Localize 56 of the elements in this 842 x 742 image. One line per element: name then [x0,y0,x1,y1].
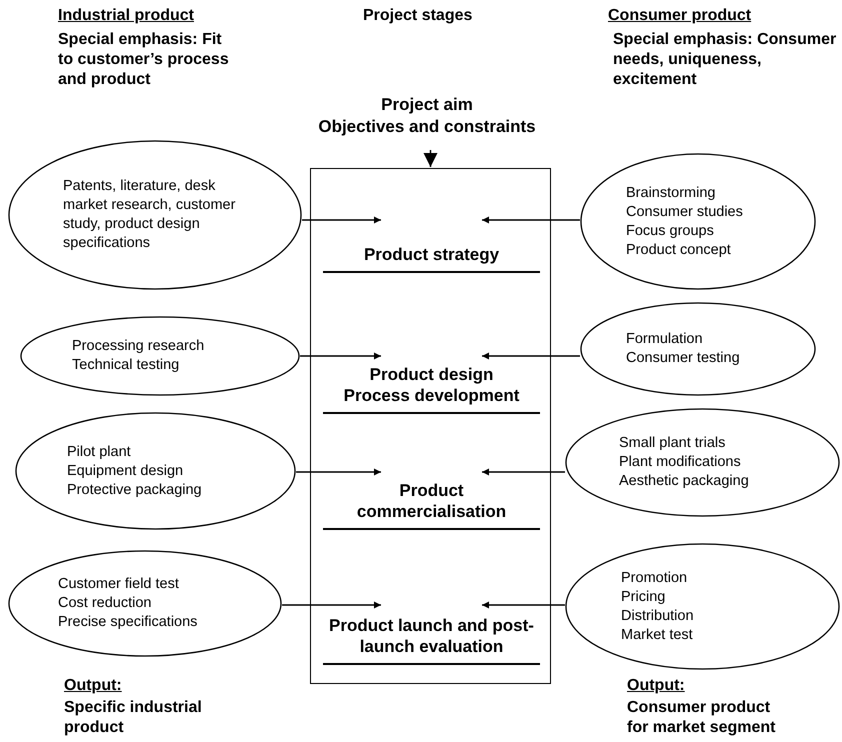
activity-text: Customer field test [58,575,180,594]
activity-text: Brainstorming [626,184,716,202]
arrowhead [424,150,438,167]
activity-text: Protective packaging [67,480,203,500]
stage-name: Product commercialisation [356,480,508,522]
stage-name: Product design [370,364,494,385]
activity-text: Cost reduction [58,594,152,613]
activity-text: Promotion [621,568,688,588]
arrow [296,468,381,476]
activity-text: Formulation [626,330,704,349]
arrow [482,352,580,360]
activity-text: Consumer testing [626,349,741,368]
arrow [300,352,381,360]
activity-text: Market test [621,626,694,644]
activity-text: Aesthetic packaging [619,472,750,491]
aim-text: Project aim [380,94,474,116]
activity-text: Plant modifications [619,453,742,472]
output-heading: Output: [64,676,122,696]
activity-ellipse [20,316,300,396]
column-heading: Consumer product [608,6,752,26]
stage-name: Product launch and post-launch evaluation [328,615,535,657]
activity-ellipse [565,408,840,517]
output-note: Specific industrial product [64,698,203,738]
activity-ellipse [565,543,840,670]
aim-text: Objectives and constraints [317,116,537,138]
activity-text: Product concept [626,240,732,260]
stage-name: Process development [344,385,520,406]
activity-text: Technical testing [72,356,180,375]
activity-text: Precise specifications [58,613,198,632]
activity-text: Patents, literature, desk market research, customer study, product design specifications [63,177,236,253]
activity-ellipse [580,153,816,290]
activity-text: Processing research [72,337,206,356]
activity-text: Small plant trials [619,434,726,453]
column-heading: Industrial product [58,6,194,26]
activity-ellipse [580,302,816,396]
emphasis-note: Special emphasis: Fit to customer’s process and product [58,30,230,90]
activity-text: Equipment design [67,462,184,480]
arrow [482,468,565,476]
activity-ellipse [8,550,282,657]
output-heading: Output: [627,676,685,696]
output-note: Consumer product for market segment [627,698,776,738]
activity-text: Focus groups [626,222,715,240]
emphasis-note: Special emphasis: Consumer needs, uniqueness, excitement [613,30,838,90]
activity-ellipse [15,412,296,530]
stage-name: Product strategy [364,244,500,265]
activity-text: Pilot plant [67,442,132,462]
arrow [482,216,580,224]
stage-frame [310,168,551,684]
activity-text: Consumer studies [626,202,744,222]
arrow [302,216,381,224]
arrow [282,602,381,608]
activity-text: Distribution [621,606,695,626]
activity-text: Pricing [621,588,666,606]
column-heading: Project stages [363,6,472,26]
arrow [482,602,565,608]
activity-ellipse [8,140,302,290]
